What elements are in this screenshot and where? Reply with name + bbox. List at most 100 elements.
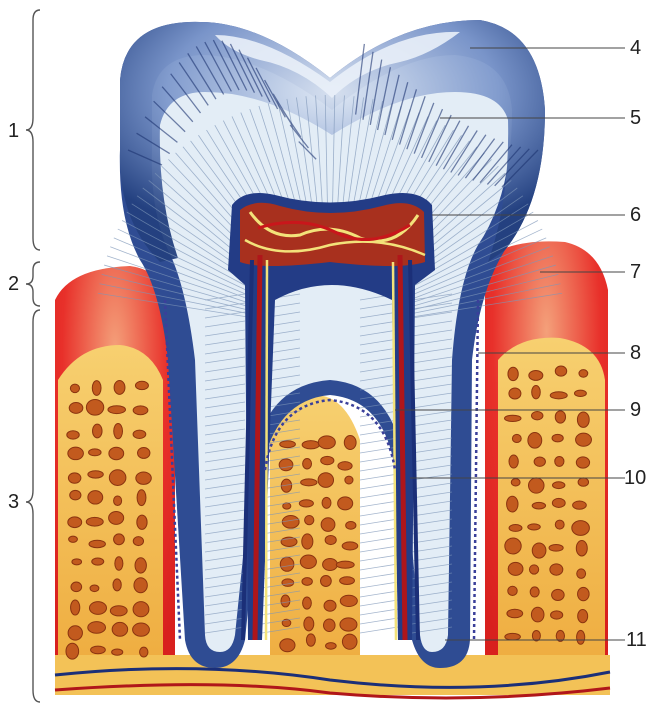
label-10: 10 bbox=[624, 468, 646, 488]
bone-cavity bbox=[300, 555, 316, 569]
tubule-line bbox=[360, 519, 398, 525]
bone-cavity bbox=[133, 602, 149, 617]
bone-cavity bbox=[574, 390, 586, 396]
bone-cavity bbox=[88, 622, 106, 634]
bone-cavity bbox=[338, 462, 352, 470]
label-9: 9 bbox=[630, 400, 641, 420]
bone-cavity bbox=[133, 430, 146, 438]
bone-cavity bbox=[324, 619, 336, 632]
bone-cavity bbox=[507, 609, 523, 618]
bone-cavity bbox=[508, 367, 518, 380]
bone-cavity bbox=[86, 399, 103, 415]
bone-cavity bbox=[532, 630, 540, 641]
bone-cavity bbox=[109, 470, 126, 486]
bone-cavity bbox=[507, 496, 518, 512]
bone-cavity bbox=[531, 412, 542, 420]
bone-cavity bbox=[552, 498, 565, 507]
bone-cavity bbox=[282, 515, 299, 528]
bone-cavity bbox=[68, 447, 84, 460]
bone-cavity bbox=[532, 543, 546, 558]
bone-cavity bbox=[555, 411, 565, 423]
bone-cavity bbox=[92, 558, 104, 565]
tubule-line bbox=[360, 510, 398, 516]
bone-cavity bbox=[326, 643, 337, 650]
label-1: 1 bbox=[8, 121, 19, 141]
bone-cavity bbox=[282, 579, 294, 586]
tubule-line bbox=[360, 501, 398, 507]
bone-cavity bbox=[281, 595, 290, 607]
bone-cavity bbox=[576, 457, 589, 468]
bone-cavity bbox=[137, 515, 147, 529]
bone-cavity bbox=[321, 576, 332, 587]
tubule-line bbox=[360, 564, 398, 570]
bone-cavity bbox=[89, 602, 106, 615]
bone-cavity bbox=[109, 447, 124, 459]
tubule-line bbox=[360, 546, 398, 552]
bone-cavity bbox=[322, 497, 331, 508]
bone-cavity bbox=[137, 490, 146, 506]
bone-cavity bbox=[86, 517, 103, 526]
bone-cavity bbox=[112, 622, 128, 636]
bone-cavity bbox=[134, 578, 147, 593]
bone-cavity bbox=[93, 424, 103, 438]
tubule-line bbox=[360, 627, 398, 633]
bone-cavity bbox=[340, 577, 355, 585]
label-2: 2 bbox=[8, 274, 19, 294]
bone-cavity bbox=[114, 381, 125, 395]
bone-cavity bbox=[528, 524, 541, 530]
bone-cavity bbox=[555, 456, 564, 466]
bone-cavity bbox=[577, 630, 585, 644]
bone-cavity bbox=[89, 540, 105, 547]
bone-cavity bbox=[576, 433, 592, 446]
bone-cavity bbox=[340, 618, 357, 631]
bone-cavity bbox=[133, 537, 143, 546]
label-8: 8 bbox=[630, 343, 641, 363]
bone-cavity bbox=[342, 542, 358, 550]
bone-cavity bbox=[505, 633, 521, 640]
bone-cavity bbox=[509, 525, 522, 532]
bone-cavity bbox=[88, 471, 103, 478]
bone-cavity bbox=[114, 534, 125, 545]
tubule-line bbox=[360, 465, 398, 471]
bone-cavity bbox=[69, 403, 83, 414]
bone-cavity bbox=[71, 582, 82, 592]
bone-cavity bbox=[508, 586, 517, 595]
bone-cavity bbox=[552, 589, 565, 600]
bone-cavity bbox=[114, 423, 123, 438]
bone-cavity bbox=[302, 578, 312, 586]
bone-cavity bbox=[528, 478, 544, 493]
bone-cavity bbox=[318, 436, 335, 449]
bone-cavity bbox=[505, 415, 522, 421]
label-5: 5 bbox=[630, 108, 641, 128]
tubule-line bbox=[360, 537, 398, 543]
tubule-line bbox=[360, 483, 398, 489]
tubule-line bbox=[360, 573, 398, 579]
bone-cavity bbox=[578, 587, 590, 600]
bone-cavity bbox=[69, 536, 78, 542]
bone-cavity bbox=[304, 617, 314, 631]
bone-cavity bbox=[555, 520, 564, 529]
bone-cavity bbox=[301, 479, 317, 486]
tubule-line bbox=[360, 555, 398, 561]
bone-cavity bbox=[577, 412, 589, 427]
bone-cavity bbox=[340, 595, 357, 606]
tubule-line bbox=[360, 609, 398, 615]
label-6: 6 bbox=[630, 205, 641, 225]
bone-cavity bbox=[279, 459, 293, 471]
bone-cavity bbox=[512, 434, 521, 442]
tubule-line bbox=[360, 618, 398, 624]
bone-cavity bbox=[114, 496, 122, 506]
bone-cavity bbox=[133, 406, 148, 415]
bone-cavity bbox=[528, 433, 542, 449]
tubule-line bbox=[360, 528, 398, 534]
left-braces bbox=[26, 10, 40, 702]
bone-cavity bbox=[552, 434, 563, 442]
bone-cavity bbox=[280, 639, 295, 652]
bone-cavity bbox=[508, 562, 523, 575]
bone-cavity bbox=[529, 565, 538, 574]
bone-cavity bbox=[91, 646, 106, 654]
bone-cavity bbox=[342, 634, 357, 649]
bone-cavity bbox=[550, 392, 567, 399]
bone-cavity bbox=[302, 534, 313, 549]
